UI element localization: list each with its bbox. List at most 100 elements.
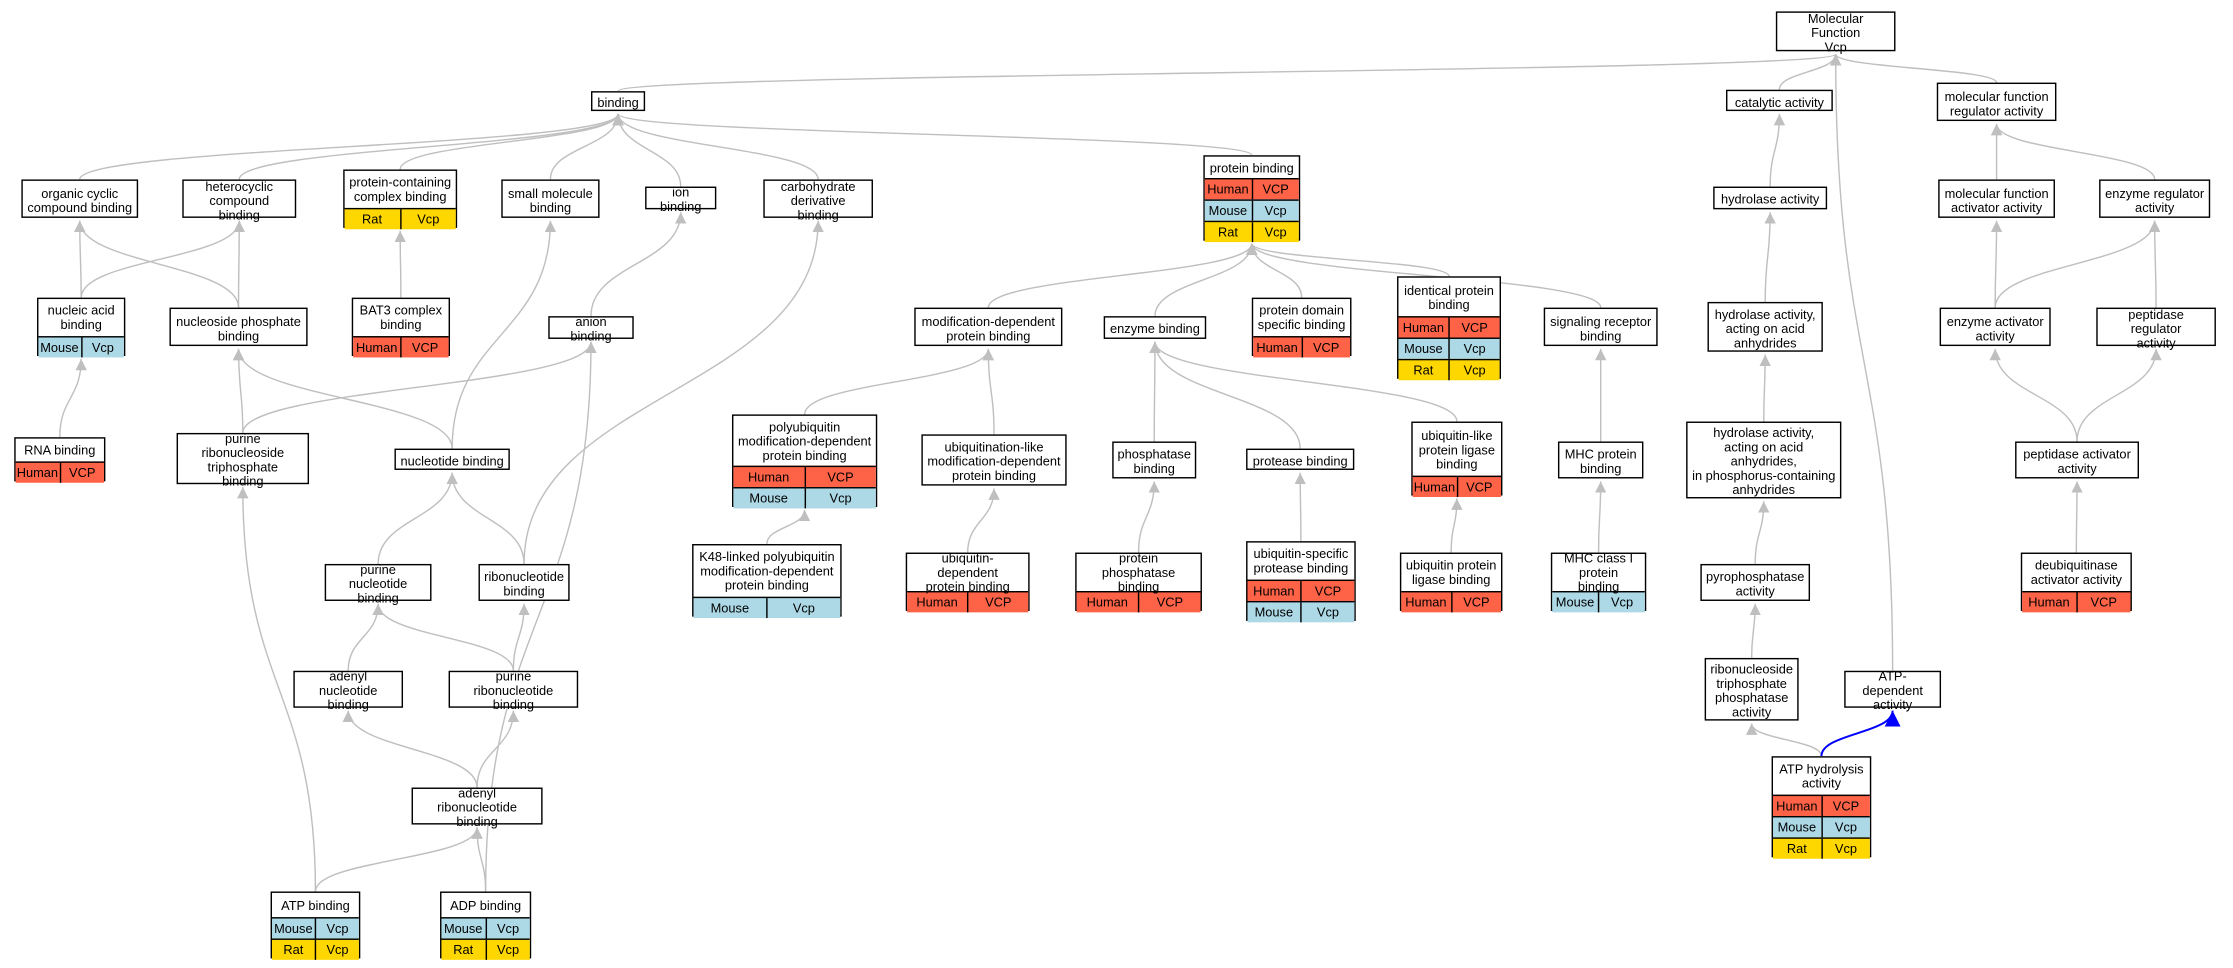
node-label: anion binding [570, 314, 612, 344]
node-anion[interactable]: anion binding [548, 314, 634, 344]
node-enz_activator[interactable]: enzyme activator activity [1939, 307, 2051, 347]
node-hydrolase[interactable]: hydrolase activity [1713, 186, 1828, 210]
node-label: protein binding [1209, 160, 1294, 175]
gene-cell: Vcp [1300, 602, 1354, 623]
gene-cell: VCP [1300, 581, 1354, 601]
node-catalytic[interactable]: catalytic activity [1726, 89, 1833, 112]
node-rntp_phosphatase[interactable]: ribonucleoside triphosphate phosphatase … [1704, 657, 1799, 721]
species-cell: Human [16, 465, 59, 480]
gene-cell: Vcp [484, 939, 530, 960]
node-purine_nt[interactable]: purine nucleotide binding [324, 563, 432, 605]
node-label: catalytic activity [1734, 94, 1824, 109]
edge-phosphatase_b-to-enzyme_binding [1149, 341, 1161, 442]
gene-cell: VCP [1456, 477, 1501, 498]
node-small_mol[interactable]: small molecule binding [501, 179, 600, 218]
node-org_cyclic[interactable]: organic cyclic compound binding [21, 179, 139, 218]
edge-mhc1-to-mhc [1594, 481, 1607, 553]
species-cell: Human [916, 595, 958, 610]
species-cell: Human [2028, 595, 2070, 610]
node-label: hydrolase activity [1721, 192, 1820, 207]
node-adenyl_nt[interactable]: adenyl nucleotide binding [293, 669, 404, 712]
node-ribonucleotide[interactable]: ribonucleotide binding [478, 563, 570, 601]
node-label: heterocyclic compound binding [205, 178, 274, 222]
node-label: ATP binding [281, 897, 350, 913]
node-adenyl_rnt[interactable]: adenyl ribonucleotide binding [411, 786, 543, 829]
node-ubiq_like_mod[interactable]: ubiquitination-like modification-depende… [921, 434, 1067, 486]
gene-cell: Vcp [399, 209, 455, 230]
edge-atp-to-purine_rnt [237, 487, 317, 892]
edge-pep_activator-to-enz_activator [1989, 348, 2078, 442]
node-pep_activator[interactable]: peptidase activator activity [2015, 441, 2139, 479]
node-pyrophosphatase[interactable]: pyrophosphatase activity [1700, 563, 1811, 601]
node-label: identical protein binding [1404, 282, 1494, 312]
node-label: enzyme regulator activity [2105, 185, 2205, 215]
node-hydrolase_phos[interactable]: hydrolase activity, acting on acid anhyd… [1686, 421, 1842, 499]
edge-anion-to-ion [590, 212, 687, 317]
node-heterocyclic[interactable]: heterocyclic compound binding [182, 178, 297, 222]
node-label: protein-containing complex binding [349, 175, 452, 204]
node-polyubiq[interactable]: polyubiquitin modification-dependent pro… [731, 414, 878, 509]
node-label: ribonucleoside triphosphate phosphatase … [1710, 662, 1793, 720]
node-enz_reg[interactable]: enzyme regulator activity [2099, 179, 2211, 218]
node-label: purine ribonucleotide binding [473, 669, 554, 713]
node-signaling[interactable]: signaling receptor binding [1543, 307, 1658, 347]
node-nucleoside_phosphate[interactable]: nucleoside phosphate binding [169, 307, 308, 347]
species-cell: Mouse [749, 491, 788, 506]
gene-cell: Vcp [1448, 360, 1499, 381]
node-hydrolase_anhyd[interactable]: hydrolase activity, acting on acid anhyd… [1707, 301, 1823, 352]
node-carbo[interactable]: carbohydrate derivative binding [763, 179, 873, 221]
node-purine_rnt[interactable]: purine ribonucleoside triphosphate bindi… [176, 432, 310, 488]
node-mfreg[interactable]: molecular function regulator activity [1936, 82, 2057, 122]
node-pep_reg[interactable]: peptidase regulator activity [2096, 307, 2216, 350]
node-purine_rnt2[interactable]: purine ribonucleotide binding [448, 669, 579, 713]
node-ion[interactable]: ion binding [645, 185, 717, 214]
node-mod_dep[interactable]: modification-dependent protein binding [914, 307, 1063, 347]
node-binding[interactable]: binding [591, 91, 646, 112]
species-cell: Rat [362, 212, 383, 227]
edge-k48-to-polyubiq [766, 509, 811, 545]
node-atp_dep[interactable]: ATP-dependent activity [1844, 669, 1942, 712]
node-k48[interactable]: K48-linked polyubiquitin modification-de… [692, 544, 842, 619]
edge-ubiq_prot_ligase-to-ubiq_ligase [1450, 498, 1463, 553]
node-label: ribonucleotide binding [484, 569, 564, 599]
node-mf_vcp[interactable]: Molecular Function Vcp [1775, 11, 1896, 54]
node-mhc[interactable]: MHC protein binding [1557, 441, 1644, 479]
node-enzyme_binding[interactable]: enzyme binding [1103, 316, 1207, 339]
gene-cell: Vcp [80, 337, 123, 358]
node-label: RNA binding [24, 442, 96, 458]
edge-purine_rnt2-to-purine_nt [372, 603, 515, 671]
node-protease_b[interactable]: protease binding [1246, 448, 1355, 470]
node-mf_activator[interactable]: molecular function activator activity [1938, 179, 2055, 218]
edge-enz_reg-to-mfreg [1990, 123, 2156, 180]
gene-cell: VCP [59, 462, 104, 483]
node-phosphatase_b[interactable]: phosphatase binding [1112, 441, 1197, 479]
edge-ribonucleotide-to-nucleotide [446, 472, 525, 564]
node-nucleotide[interactable]: nucleotide binding [394, 448, 510, 470]
node-label: pyrophosphatase activity [1706, 569, 1805, 599]
node-label: molecular function activator activity [1944, 185, 2049, 215]
